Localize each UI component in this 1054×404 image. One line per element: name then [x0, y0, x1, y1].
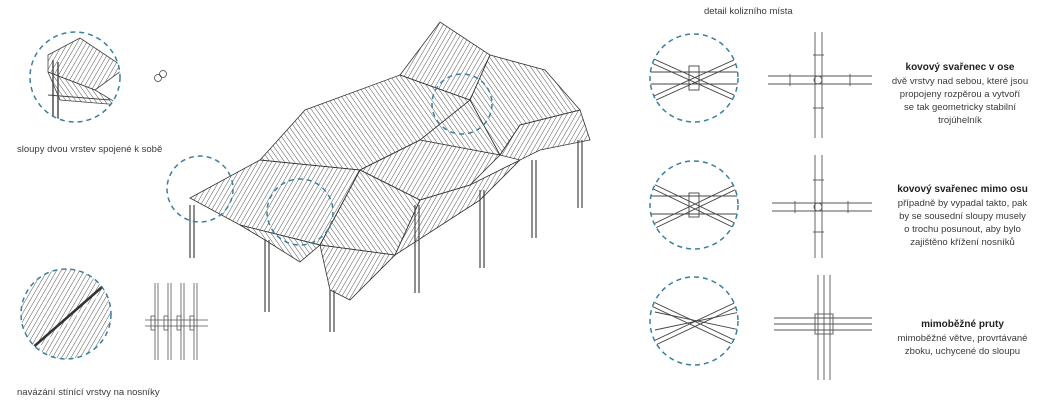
dashed-circle: [431, 73, 493, 135]
detail-1-line-2: propojeny rozpěrou a vytvoří: [899, 89, 1021, 100]
plan-joint-2: [772, 155, 872, 258]
detail-2-line-1: případně by vypadal takto, pak: [897, 198, 1028, 209]
detail-1-line-4: trojúhelník: [938, 115, 982, 126]
dashed-circle: [20, 268, 112, 360]
dashed-circle: [649, 276, 739, 366]
detail-roof-corner: [47, 37, 120, 122]
detail-1-title: kovový svařenec v ose: [905, 62, 1015, 73]
detail-2-line-3: o trochu posunout, aby bylo: [904, 224, 1021, 235]
dashed-circle: [649, 160, 739, 250]
small-rings-icon: [154, 70, 167, 82]
detail-1-line-1: dvě vrstvy nad sebou, které jsou: [891, 76, 1029, 87]
tie-elevation: [145, 283, 208, 360]
detail-2-title: kovový svařenec mimo osu: [897, 184, 1028, 195]
detail-2-line-2: by se sousední sloupy musely: [899, 211, 1026, 222]
detail-joint-2: [650, 179, 738, 234]
dashed-circle: [29, 31, 121, 123]
dashed-circle: [266, 178, 334, 246]
detail-3-line-2: zboku, uchycené do sloupu: [904, 346, 1021, 357]
detail-joint-1: [650, 54, 738, 106]
detail-3-line-1: mimoběžné větve, provrtávané: [897, 333, 1028, 344]
detail-rib-tie: [21, 269, 111, 359]
detail-1-line-3: se tak geometricky stabilní: [904, 102, 1016, 113]
main-structure: [189, 21, 591, 332]
dashed-circle: [649, 33, 739, 123]
detail-2-line-4: zajištěno křížení nosníků: [910, 237, 1015, 248]
plan-joint-1: [768, 32, 872, 138]
detail-3-title: mimoběžné pruty: [921, 319, 1004, 330]
caption-columns: sloupy dvou vrstev spojené k sobě: [17, 144, 163, 155]
detail-header: detail kolizního místa: [704, 6, 793, 17]
plan-joint-3: [774, 275, 872, 380]
caption-shading-layer: navázání stínící vrstvy na nosníky: [17, 387, 160, 398]
dashed-circle: [166, 155, 234, 223]
detail-joint-3: [650, 297, 738, 351]
